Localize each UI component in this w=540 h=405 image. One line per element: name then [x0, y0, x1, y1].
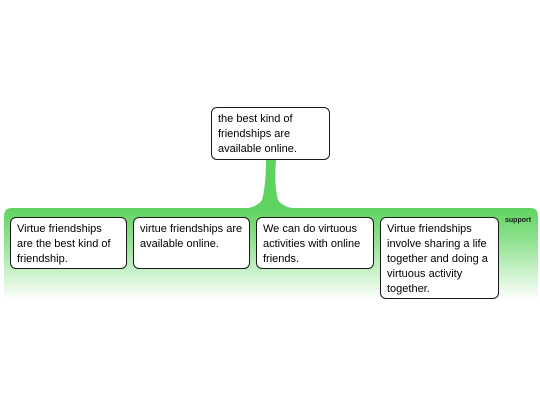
child-node-text: We can do virtuous activities with onlin…: [263, 223, 361, 265]
child-node[interactable]: virtue friendships are available online.: [133, 217, 250, 269]
child-node-text: Virtue friendships involve sharing a lif…: [387, 223, 488, 295]
connector-stem: [240, 160, 300, 209]
child-node[interactable]: Virtue friendships involve sharing a lif…: [380, 217, 499, 299]
child-node-text: virtue friendships are available online.: [140, 223, 243, 250]
root-node[interactable]: the best kind of friendships are availab…: [211, 107, 330, 160]
child-node-text: Virtue friendships are the best kind of …: [17, 223, 111, 265]
root-node-text: the best kind of friendships are availab…: [218, 113, 297, 155]
child-node[interactable]: Virtue friendships are the best kind of …: [10, 217, 127, 269]
child-node[interactable]: We can do virtuous activities with onlin…: [256, 217, 374, 269]
relation-label: support: [505, 217, 532, 224]
